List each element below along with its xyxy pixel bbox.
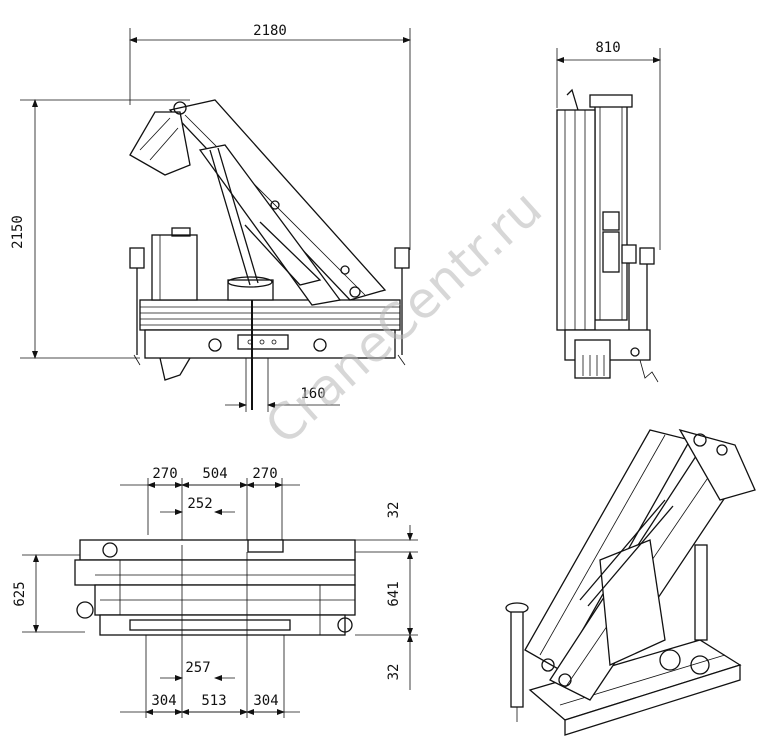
width-dimension-label: 2180: [253, 23, 287, 39]
height-dimension-label: 2150: [10, 215, 26, 249]
top-dimension-label-3: 270: [252, 466, 277, 482]
right-dimension-label-middle: 641: [386, 581, 402, 606]
isometric-view: [505, 428, 756, 736]
top-view: 270 504 270 252 625 32 641 32 304 513 30…: [12, 466, 418, 718]
top-dimension-label-1: 270: [152, 466, 177, 482]
inner-dimension-label: 252: [187, 496, 212, 512]
left-dimension-label: 625: [12, 581, 28, 606]
bottom-dimension-label-2: 513: [201, 693, 226, 709]
end-view: 810: [556, 40, 661, 383]
end-width-dimension-label: 810: [595, 40, 620, 56]
side-view: 2180 2150 160: [10, 23, 411, 412]
bottom-inner-dimension-label: 257: [185, 660, 210, 676]
offset-dimension-label: 160: [300, 386, 325, 402]
right-dimension-label-bottom: 32: [386, 664, 402, 681]
bottom-dimension-label-1: 304: [151, 693, 176, 709]
bottom-dimension-label-3: 304: [253, 693, 278, 709]
right-dimension-label-top: 32: [386, 502, 402, 519]
top-dimension-label-2: 504: [202, 466, 227, 482]
